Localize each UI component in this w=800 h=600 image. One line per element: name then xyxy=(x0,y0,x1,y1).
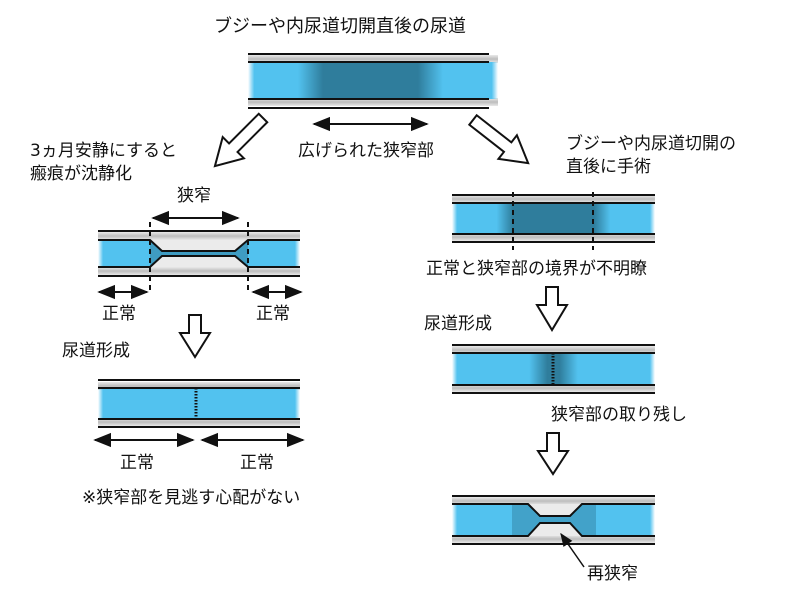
residual-stricture-label: 狭窄部の取り残し xyxy=(551,405,687,425)
down-arrow-right-1-icon xyxy=(535,286,569,332)
unclear-boundary-label: 正常と狭窄部の境界が不明瞭 xyxy=(426,259,647,279)
after-normal-right-label: 正常 xyxy=(240,453,274,473)
top-title: ブジーや内尿道切開直後の尿道 xyxy=(214,16,466,37)
arrow-to-left-icon xyxy=(213,112,269,168)
right-caption-line1: ブジーや内尿道切開の xyxy=(566,134,736,154)
restenosis-pointer-arrow xyxy=(560,532,585,568)
arrow-to-right-icon xyxy=(467,113,530,165)
down-arrow-right-2-icon xyxy=(536,432,570,476)
right-caption-line2: 直後に手術 xyxy=(566,157,651,177)
normal-right-label: 正常 xyxy=(256,304,290,324)
widened-stricture-label: 広げられた狭窄部 xyxy=(298,141,434,161)
top-lumen xyxy=(248,62,498,99)
left-stricture-urethra xyxy=(98,222,300,290)
no-missed-stricture-note: ※狭窄部を見逃す心配がない xyxy=(82,488,301,508)
right-restenosis-urethra xyxy=(452,495,655,545)
top-urethra xyxy=(248,53,498,109)
left-caption-line1: 3ヵ月安静にすると xyxy=(30,141,177,161)
left-caption-line2: 瘢痕が沈静化 xyxy=(30,164,132,184)
right-widened-urethra xyxy=(452,192,655,250)
left-repaired-urethra xyxy=(98,379,300,428)
down-arrow-left-1-icon xyxy=(178,314,212,359)
right-repaired-urethra xyxy=(452,344,655,394)
stricture-label: 狭窄 xyxy=(177,186,211,206)
restenosis-label: 再狭窄 xyxy=(587,564,638,584)
after-normal-left-label: 正常 xyxy=(120,453,154,473)
left-urethroplasty-label: 尿道形成 xyxy=(62,341,130,361)
normal-left-label: 正常 xyxy=(102,304,136,324)
right-urethroplasty-label: 尿道形成 xyxy=(424,314,492,334)
